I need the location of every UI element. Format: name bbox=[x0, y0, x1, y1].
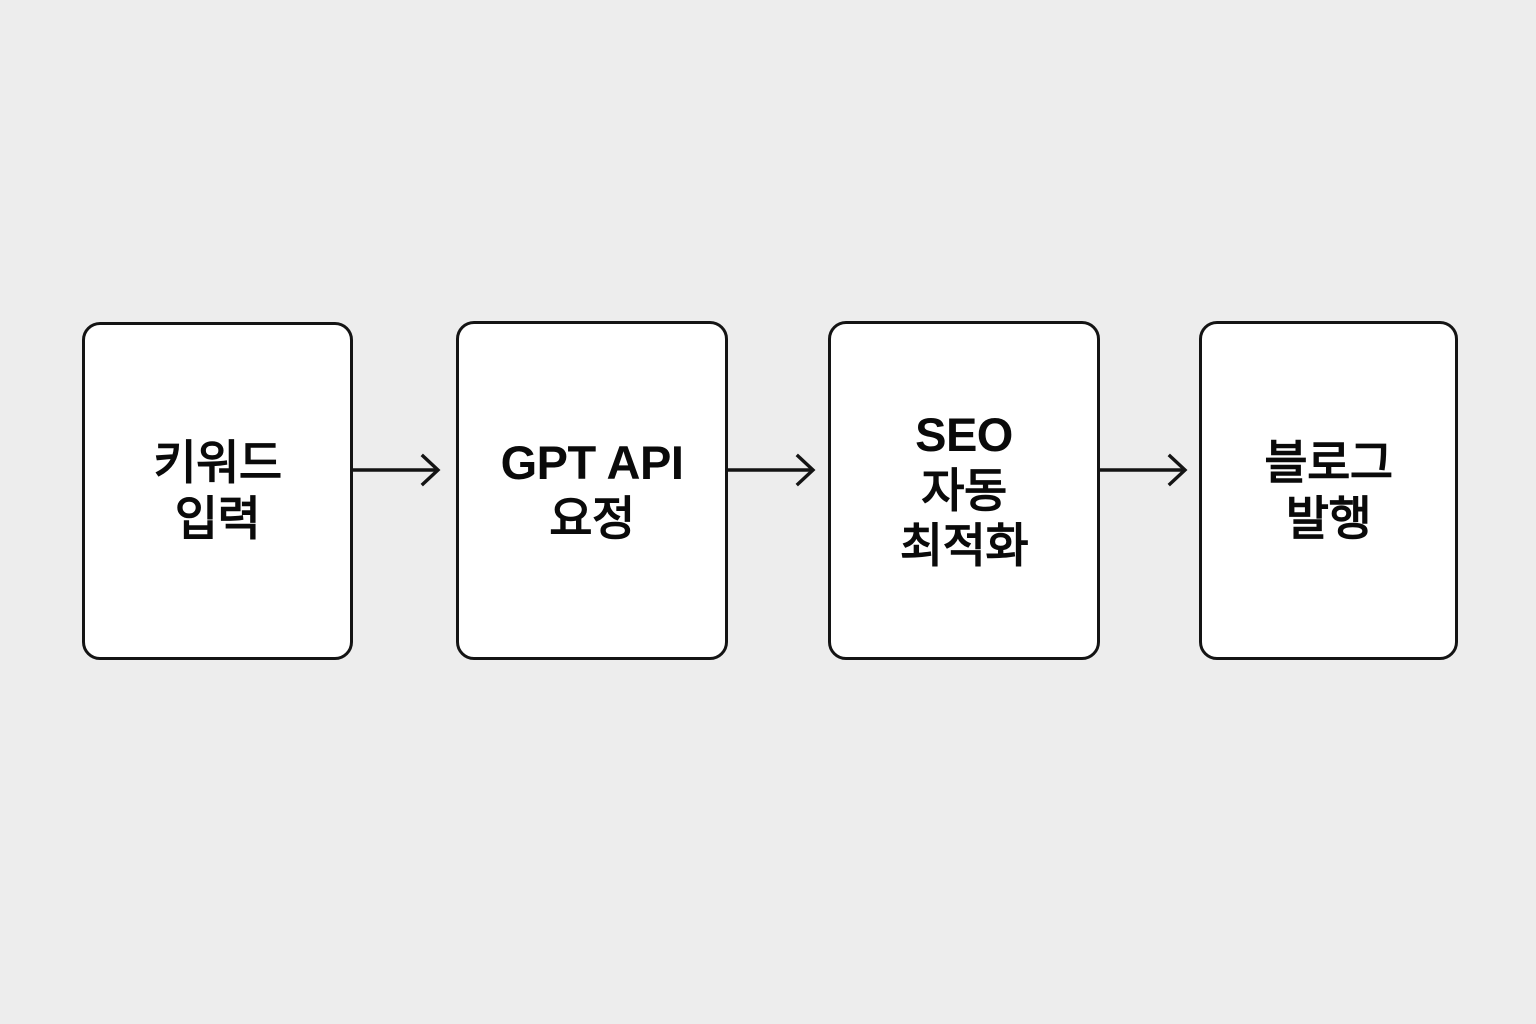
flow-arrow-gpt-to-seo bbox=[728, 450, 820, 490]
flow-node-label-line: 발행 bbox=[1285, 491, 1372, 545]
flow-node-keyword-input[interactable]: 키워드 입력 bbox=[82, 322, 353, 660]
flow-node-label-line: 입력 bbox=[174, 492, 261, 545]
flow-node-label-line: 최적화 bbox=[899, 519, 1029, 573]
flow-node-label-line: GPT API bbox=[500, 435, 684, 489]
flow-arrow-seo-to-blog bbox=[1100, 450, 1192, 490]
flow-node-label-line: 블로그 bbox=[1264, 435, 1393, 489]
flow-arrow-keyword-to-gpt bbox=[353, 450, 445, 490]
flow-node-gpt-api-request[interactable]: GPT API 요정 bbox=[456, 321, 728, 660]
flow-node-blog-publish[interactable]: 블로그 발행 bbox=[1199, 321, 1458, 660]
flow-node-label-line: 요정 bbox=[549, 491, 635, 545]
flow-node-label-line: 키워드 bbox=[153, 436, 282, 490]
flow-node-label-line: SEO bbox=[915, 407, 1013, 461]
flow-node-seo-auto-optimization[interactable]: SEO 자동 최적화 bbox=[828, 321, 1100, 660]
flow-node-label-line: 자동 bbox=[921, 463, 1007, 517]
